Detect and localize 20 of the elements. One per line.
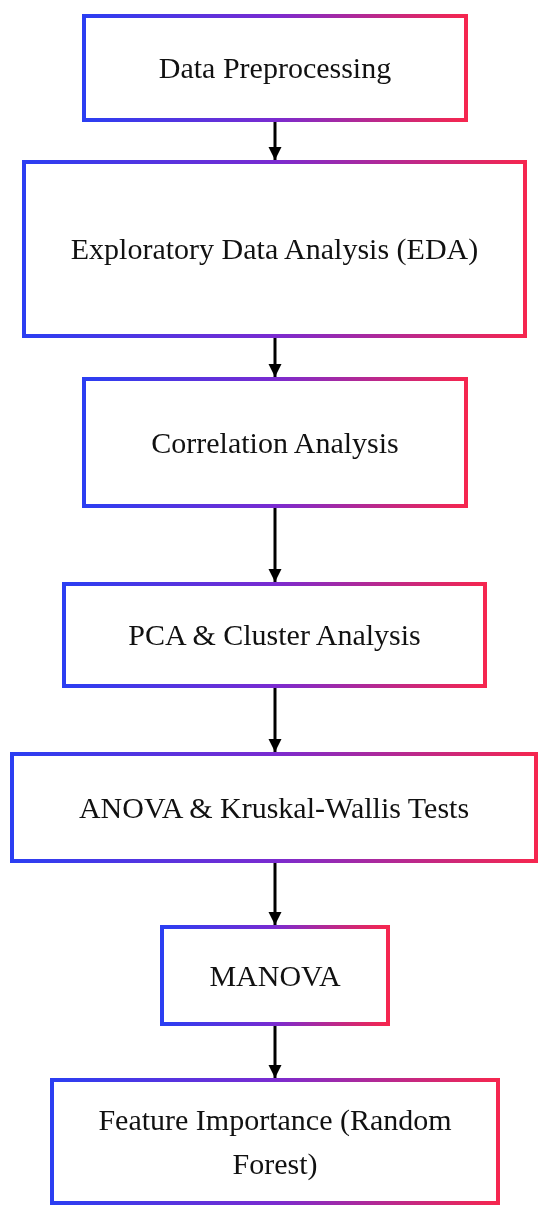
arrow <box>268 688 282 752</box>
box-label: PCA & Cluster Analysis <box>128 617 421 654</box>
process-box <box>160 925 390 1026</box>
box-label: Data Preprocessing <box>158 50 392 87</box>
process-box <box>10 752 538 863</box>
process-box <box>82 377 468 508</box>
arrow <box>268 1026 282 1078</box>
box-label: Feature Importance (Random Forest) <box>97 1102 453 1182</box>
process-box <box>62 582 487 688</box>
process-box <box>82 14 468 122</box>
box-label: Correlation Analysis <box>151 424 399 461</box>
arrow <box>268 863 282 925</box>
box-label: Exploratory Data Analysis (EDA) <box>70 231 479 268</box>
process-box <box>50 1078 500 1205</box>
box-label: ANOVA & Kruskal-Wallis Tests <box>78 789 470 826</box>
arrow <box>268 122 282 160</box>
arrow <box>268 338 282 377</box>
process-box <box>22 160 527 338</box>
box-label: MANOVA <box>209 957 341 994</box>
arrow <box>268 508 282 582</box>
